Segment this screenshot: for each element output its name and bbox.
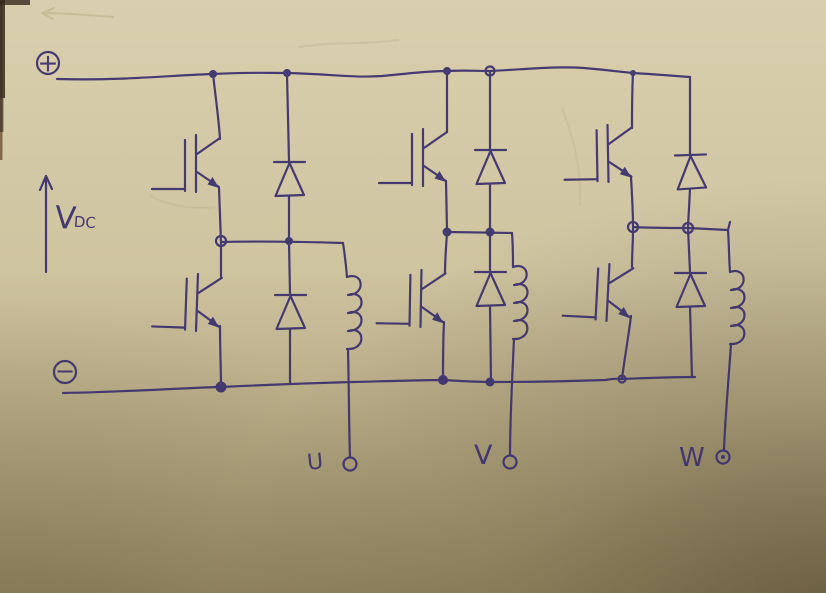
- junction-dot: [215, 381, 227, 393]
- u-low-diode-wire-top: [287, 240, 292, 296]
- u-high-emitter-wire: [217, 186, 223, 244]
- junction-dot: [283, 69, 291, 77]
- paper-emboss-marks: [41, 7, 582, 209]
- v-inductor-wire-top: [510, 231, 515, 269]
- v-low-collector-wire: [443, 231, 449, 275]
- ink-layer: + − V DC U V W: [35, 49, 746, 476]
- terminal-u: [342, 456, 358, 472]
- v-midpoint-wire: [445, 230, 514, 235]
- junction-ring: [214, 234, 228, 248]
- v-low-diode-wire-bottom: [488, 304, 493, 383]
- u-high-diode-wire-top: [285, 72, 291, 163]
- u-inductor-wire-top: [341, 241, 349, 279]
- w-high-collector-wire: [630, 71, 635, 130]
- junction-dot: [442, 227, 452, 237]
- junction-dot: [209, 70, 217, 78]
- page-edge-dark-strip: [0, 0, 5, 98]
- u-midpoint-wire: [219, 240, 345, 245]
- v-high-emitter-wire: [444, 179, 449, 233]
- junction-dot: [485, 377, 495, 387]
- junction-dots: [209, 67, 725, 459]
- u-low-emitter-wire: [218, 324, 223, 389]
- terminal-v: [502, 454, 518, 470]
- phase-w-label: W: [679, 443, 705, 473]
- terminal-w-center-dot: [721, 455, 725, 459]
- junction-rings: [214, 65, 695, 384]
- phase-u-label: U: [306, 449, 325, 476]
- dc-minus-label: −: [55, 357, 75, 385]
- dc-plus-circle: [35, 50, 61, 76]
- vdc-arrow: [38, 174, 54, 274]
- w-low-collector-wire: [630, 226, 635, 269]
- dc-plus-label: +: [38, 49, 59, 78]
- junction-dot: [630, 70, 636, 76]
- w-output-wire: [722, 342, 733, 452]
- paper-crease-left: [149, 195, 216, 209]
- u-output-wire: [346, 347, 352, 459]
- dc-minus-circle: [52, 359, 78, 385]
- junction-dot: [438, 375, 448, 385]
- vdc-label-sub: DC: [73, 213, 96, 232]
- phase-v-label: V: [474, 440, 493, 471]
- page-edge-dark-nub: [0, 98, 4, 132]
- w-low-diode-wire-top: [686, 226, 692, 274]
- paper-crease-right: [561, 107, 582, 206]
- v-output-wire: [508, 337, 516, 457]
- emboss-arrow: [41, 7, 114, 20]
- w-low-diode-wire-bottom: [688, 305, 694, 379]
- junction-ring: [681, 221, 695, 235]
- page-top-edge: [0, 0, 30, 5]
- junction-ring: [617, 374, 627, 384]
- vdc-label-main: V: [54, 200, 78, 237]
- junction-ring: [626, 220, 640, 234]
- v-low-emitter-wire: [441, 320, 446, 382]
- w-inductor-wire-top: [726, 228, 732, 274]
- junction-ring: [484, 65, 496, 77]
- u-high-collector-wire: [211, 72, 222, 141]
- handwritten-labels: + − V DC U V W: [38, 49, 705, 476]
- junction-dot: [285, 237, 293, 245]
- w-high-emitter-wire: [629, 175, 635, 229]
- paper-crease-top: [299, 39, 399, 48]
- junction-dot: [485, 227, 495, 237]
- junction-dot: [443, 67, 451, 75]
- terminal-w: [715, 449, 731, 465]
- w-high-diode-wire-bottom: [686, 187, 692, 229]
